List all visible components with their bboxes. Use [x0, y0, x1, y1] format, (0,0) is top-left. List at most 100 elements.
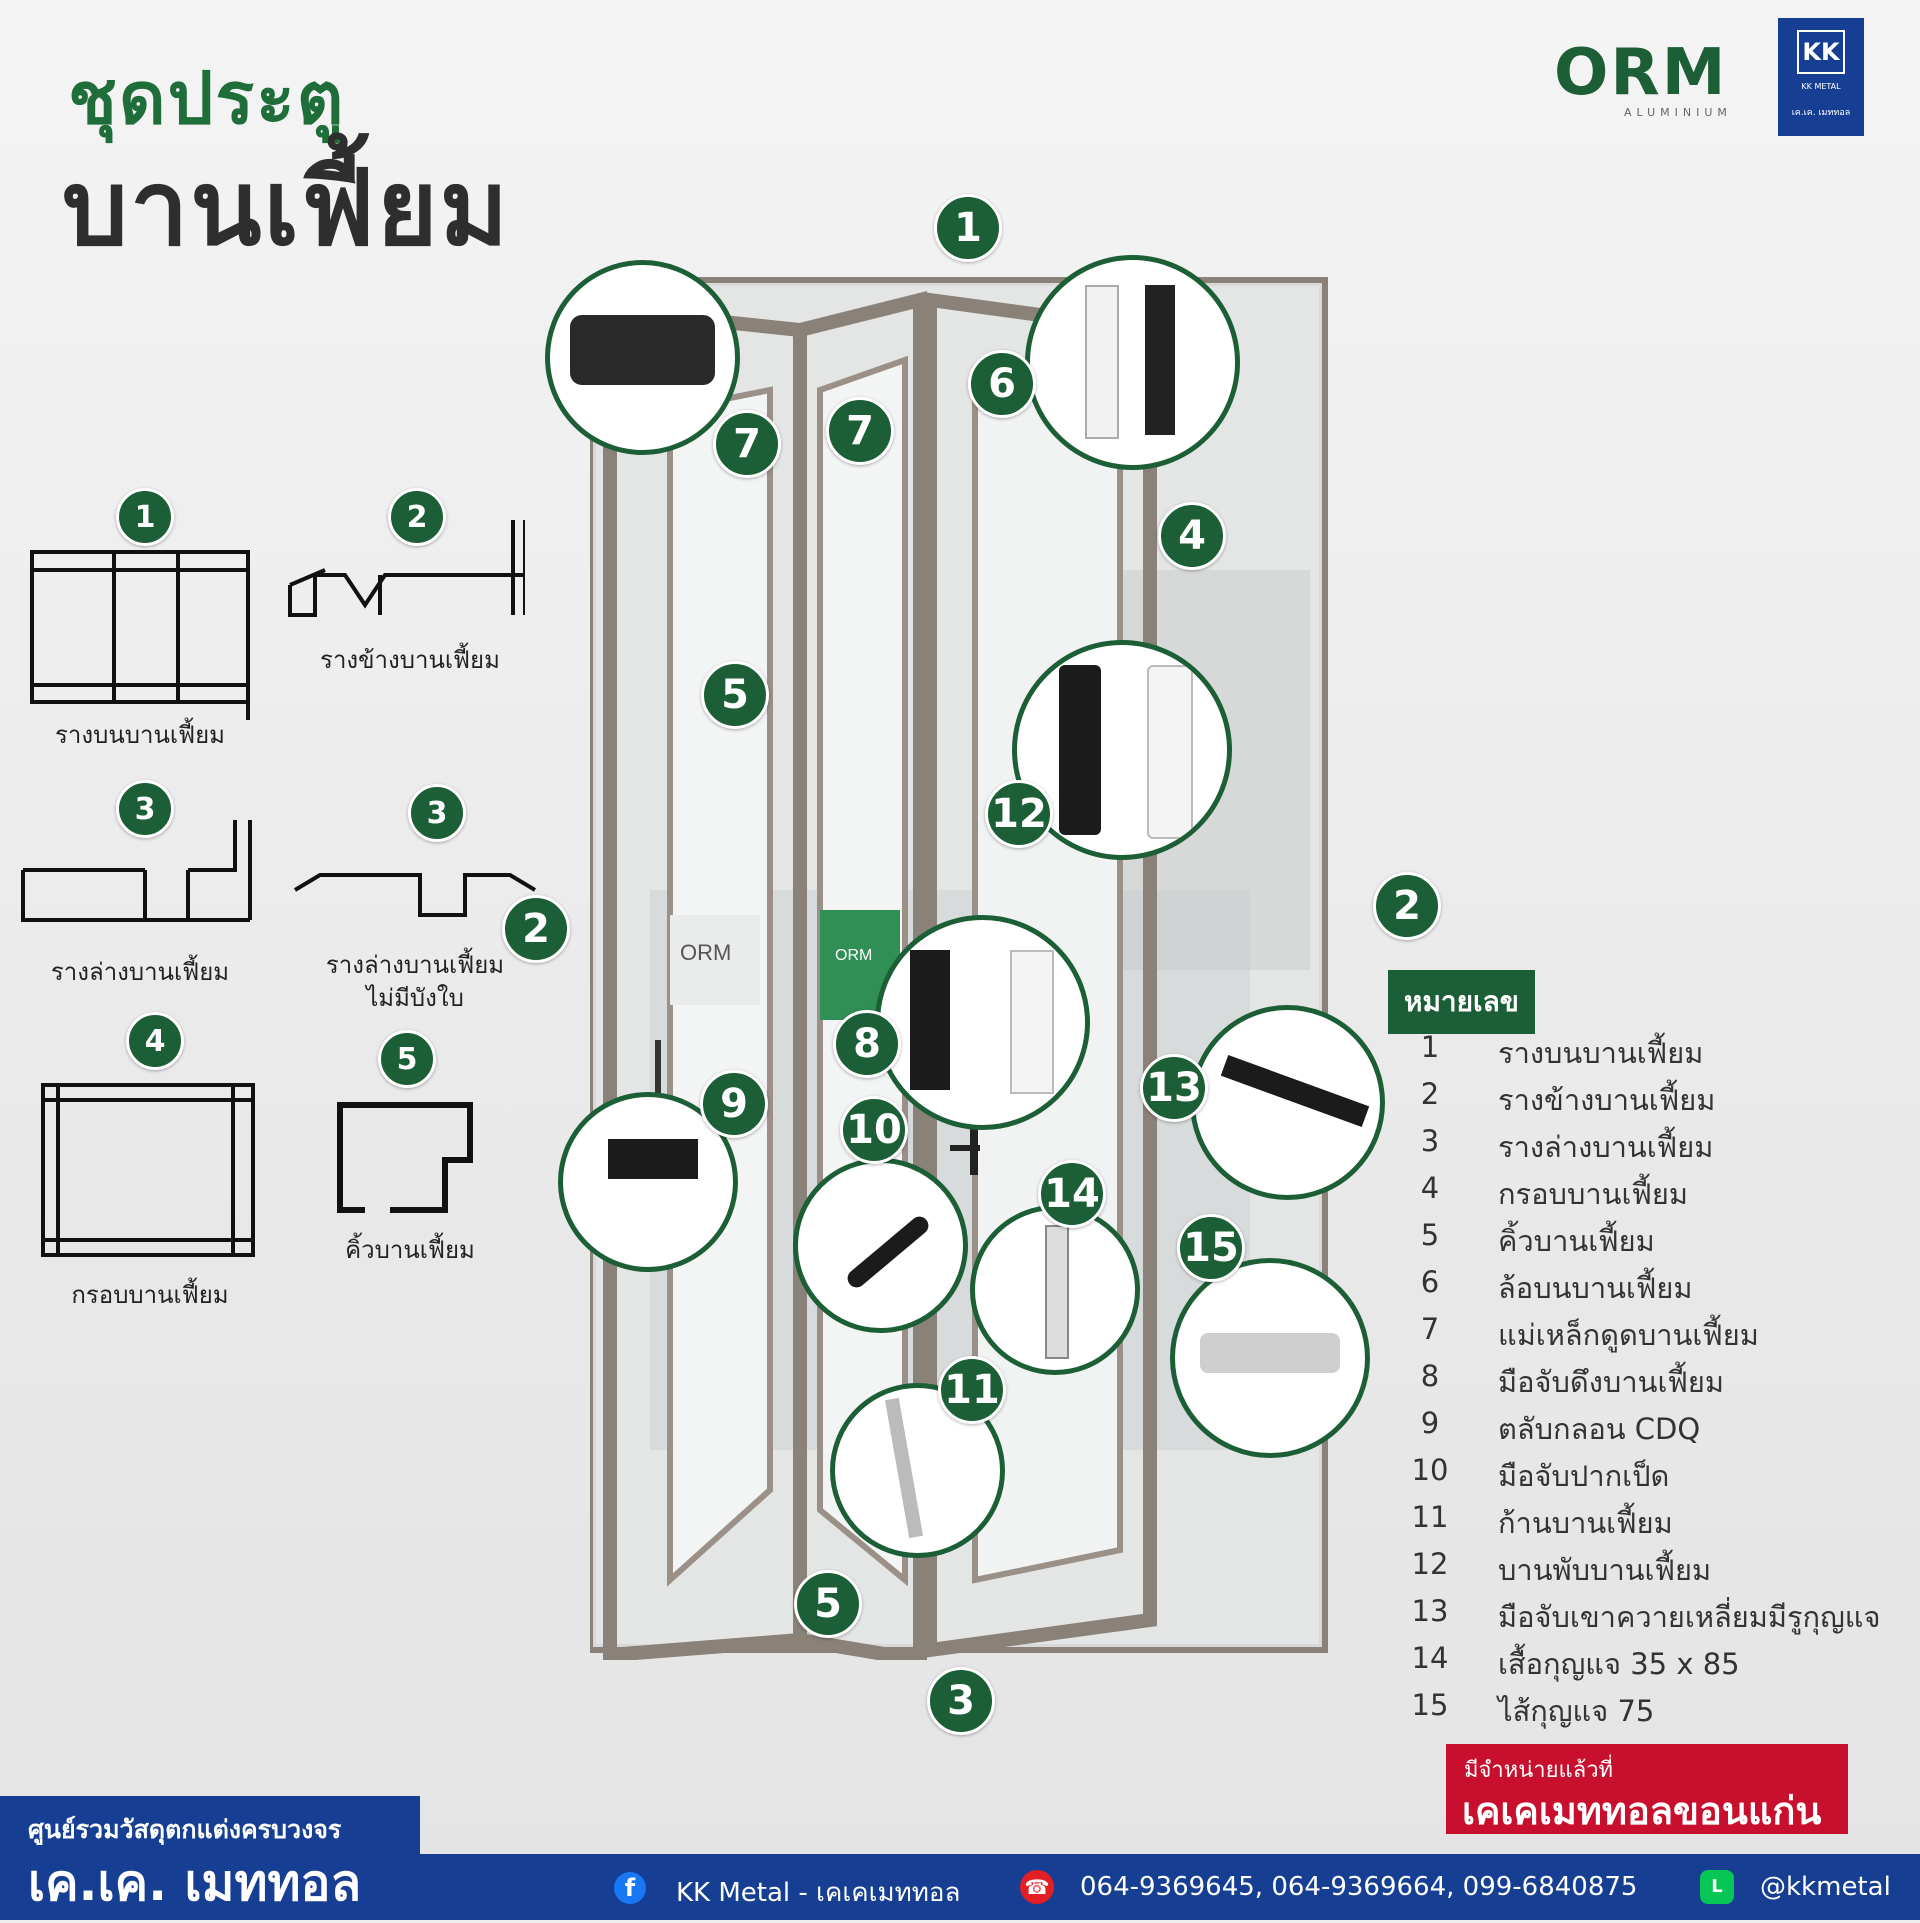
legend-item: 7 แม่เหล็กดูดบานเฟี้ยม — [1400, 1312, 1900, 1352]
profile-3a-label: รางล่างบานเฟี้ยม — [50, 958, 230, 986]
legend-item: 6 ล้อบนบานเฟี้ยม — [1400, 1265, 1900, 1305]
legend-item-text: แม่เหล็กดูดบานเฟี้ยม — [1498, 1318, 1759, 1352]
phone-icon: ☎ — [1020, 1870, 1054, 1904]
legend-item: 13 มือจับเขาควายเหลี่ยมมีรูกุญแจ — [1400, 1594, 1900, 1634]
legend-item-text: เสื้อกุญแจ 35 x 85 — [1498, 1647, 1740, 1681]
legend-item-number: 12 — [1411, 1547, 1449, 1581]
svg-text:ORM: ORM — [680, 940, 731, 965]
legend-item-number: 7 — [1420, 1312, 1440, 1346]
legend-item-number: 6 — [1420, 1265, 1440, 1299]
legend-item-number: 11 — [1411, 1500, 1449, 1534]
legend-item-number: 8 — [1420, 1359, 1440, 1393]
callout-14: 14 — [1038, 1160, 1106, 1228]
callout-2-right: 2 — [1373, 872, 1441, 940]
callout-12: 12 — [985, 780, 1053, 848]
legend-item-text: มือจับดึงบานเฟี้ยม — [1498, 1365, 1724, 1399]
legend-item-text: มือจับปากเป็ด — [1498, 1459, 1670, 1493]
profile-badge-2: 2 — [388, 488, 446, 546]
legend-item: 10 มือจับปากเป็ด — [1400, 1453, 1900, 1493]
black-wheel-icon — [1145, 285, 1175, 435]
legend-item: 9 ตลับกลอน CDQ — [1400, 1406, 1900, 1446]
legend-item: 8 มือจับดึงบานเฟี้ยม — [1400, 1359, 1900, 1399]
profile-4-drawing — [41, 1083, 255, 1257]
callout-4: 4 — [1158, 502, 1226, 570]
brand-name: เค.เค. เมททอล — [28, 1854, 362, 1912]
lever-handle-icon — [1220, 1055, 1370, 1127]
callout-1: 1 — [934, 194, 1002, 262]
promo-box: มีจำหน่ายแล้วที่ เคเคเมททอลขอนแก่น — [1446, 1744, 1848, 1834]
legend-item-number: 2 — [1420, 1077, 1440, 1111]
legend-item-number: 10 — [1411, 1453, 1449, 1487]
title-line1: ชุดประตู — [68, 56, 346, 140]
line-icon: L — [1700, 1870, 1734, 1904]
legend-item-text: บานพับบานเฟี้ยม — [1498, 1553, 1712, 1587]
legend-item-number: 1 — [1420, 1030, 1440, 1064]
legend-item-number: 14 — [1411, 1641, 1449, 1675]
legend-item-text: ตลับกลอน CDQ — [1498, 1412, 1701, 1446]
duck-handle-icon — [843, 1212, 933, 1292]
white-pull-handle-icon — [1010, 950, 1054, 1094]
profile-4-label: กรอบบานเฟี้ยม — [71, 1281, 229, 1309]
legend-item-number: 9 — [1420, 1406, 1440, 1440]
callout-7-left: 7 — [713, 410, 781, 478]
legend-item: 4 กรอบบานเฟี้ยม — [1400, 1171, 1900, 1211]
profile-badge-5: 5 — [378, 1030, 436, 1088]
profile-1-drawing — [30, 550, 250, 720]
lock-body-icon — [1045, 1225, 1069, 1359]
magnet-icon — [570, 315, 715, 385]
profile-3b-drawing — [293, 873, 537, 917]
title-line2: บานเฟี้ยม — [62, 147, 511, 269]
legend-item-text: รางล่างบานเฟี้ยม — [1498, 1130, 1714, 1164]
detail-lock-cylinder — [1170, 1258, 1370, 1458]
callout-7-right: 7 — [826, 397, 894, 465]
legend-item: 12 บานพับบานเฟี้ยม — [1400, 1547, 1900, 1587]
callout-6: 6 — [968, 350, 1036, 418]
callout-10: 10 — [840, 1096, 908, 1164]
legend-item-text: คิ้วบานเฟี้ยม — [1498, 1224, 1655, 1258]
brand-box: ศูนย์รวมวัสดุตกแต่งครบวงจร เค.เค. เมททอล — [0, 1796, 420, 1920]
profile-2-label: รางข้างบานเฟี้ยม — [320, 646, 500, 674]
lock-cylinder-icon — [1200, 1333, 1340, 1373]
callout-3: 3 — [927, 1667, 995, 1735]
rod-icon — [884, 1397, 924, 1539]
legend-item-text: กรอบบานเฟี้ยม — [1498, 1177, 1689, 1211]
profile-3b-label: รางล่างบานเฟี้ยม — [325, 951, 505, 979]
profile-3a-drawing — [21, 820, 252, 922]
callout-5-bottom: 5 — [794, 1570, 862, 1638]
footer-facebook[interactable]: KK Metal - เคเคเมททอล — [676, 1878, 961, 1908]
profile-badge-3a: 3 — [116, 780, 174, 838]
footer-line[interactable]: @kkmetal — [1760, 1872, 1891, 1902]
orm-logo: ORM ALUMINIUM — [1554, 36, 1732, 119]
profile-2-drawing — [288, 520, 525, 617]
detail-pull-handle — [875, 915, 1090, 1130]
legend-item-number: 13 — [1411, 1594, 1449, 1628]
black-pull-handle-icon — [910, 950, 950, 1090]
callout-11: 11 — [938, 1356, 1006, 1424]
legend-item: 5 คิ้วบานเฟี้ยม — [1400, 1218, 1900, 1258]
black-hinge-icon — [1059, 665, 1101, 835]
callout-13: 13 — [1140, 1054, 1208, 1122]
legend-item-text: ไส้กุญแจ 75 — [1498, 1694, 1655, 1728]
profile-5-label: คิ้วบานเฟี้ยม — [345, 1236, 475, 1264]
legend-item-number: 4 — [1420, 1171, 1440, 1205]
legend-item-number: 5 — [1420, 1218, 1440, 1252]
legend-item: 14 เสื้อกุญแจ 35 x 85 — [1400, 1641, 1900, 1681]
brand-tagline: ศูนย์รวมวัสดุตกแต่งครบวงจร — [28, 1815, 342, 1844]
footer-phones[interactable]: 064-9369645, 064-9369664, 099-6840875 — [1080, 1872, 1638, 1902]
legend-title: หมายเลข — [1388, 970, 1535, 1034]
legend-item-text: รางบนบานเฟี้ยม — [1498, 1036, 1704, 1070]
profile-badge-3b: 3 — [408, 784, 466, 842]
profile-badge-1: 1 — [116, 488, 174, 546]
legend-item-text: มือจับเขาควายเหลี่ยมมีรูกุญแจ — [1498, 1600, 1881, 1634]
legend-item-text: ล้อบนบานเฟี้ยม — [1498, 1271, 1693, 1305]
detail-magnet — [545, 260, 740, 455]
callout-8: 8 — [833, 1010, 901, 1078]
cdq-latch-icon — [608, 1139, 698, 1179]
callout-15: 15 — [1177, 1214, 1245, 1282]
profile-1-label: รางบนบานเฟี้ยม — [55, 721, 225, 749]
callout-9: 9 — [700, 1070, 768, 1138]
